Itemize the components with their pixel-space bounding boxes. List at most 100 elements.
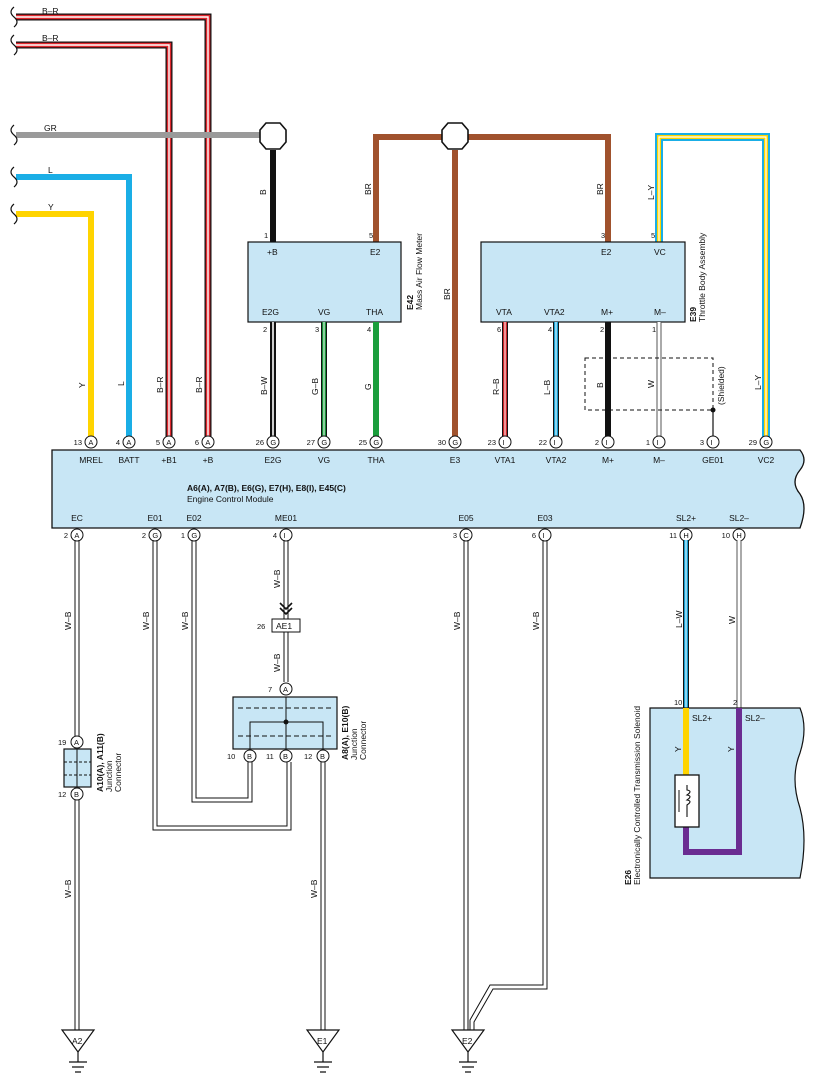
svg-text:VTA1: VTA1 [495, 455, 516, 465]
lbl-br-b: BR [442, 288, 452, 300]
svg-text:12: 12 [58, 790, 66, 799]
svg-text:G: G [321, 438, 327, 447]
svg-text:H: H [736, 531, 741, 540]
svg-text:ME01: ME01 [275, 513, 297, 523]
svg-text:+B: +B [203, 455, 214, 465]
svg-text:VTA2: VTA2 [546, 455, 567, 465]
tba-pin-1: 1 [652, 325, 656, 334]
svg-text:11: 11 [669, 531, 677, 540]
svg-text:I: I [283, 531, 285, 540]
svg-text:A: A [283, 685, 288, 694]
svg-text:I: I [553, 438, 555, 447]
svg-text:+B1: +B1 [161, 455, 177, 465]
svg-text:C: C [463, 531, 469, 540]
jc-a10-name1: Junction [104, 760, 114, 792]
svg-text:30: 30 [438, 438, 446, 447]
wire-wb-me01 [283, 540, 289, 682]
svg-text:4: 4 [116, 438, 120, 447]
lbl-ly2: L–Y [753, 375, 763, 390]
svg-text:E3: E3 [450, 455, 461, 465]
svg-text:E05: E05 [458, 513, 473, 523]
svg-text:23: 23 [488, 438, 496, 447]
svg-text:G: G [763, 438, 769, 447]
junction-a8-e10: A 7 B 10 B 11 B 12 A8(A), E10(B) Junctio… [227, 682, 368, 763]
svg-text:10: 10 [722, 531, 730, 540]
svg-text:MREL: MREL [79, 455, 103, 465]
label-gr: GR [44, 123, 57, 133]
lbl-b: B [258, 189, 268, 195]
lbl-wb-8: W–B [63, 879, 73, 898]
splice-gr [259, 122, 287, 150]
wire-br-plus-b [16, 13, 212, 440]
svg-text:11: 11 [266, 752, 274, 761]
svg-text:19: 19 [58, 738, 66, 747]
svg-text:7: 7 [268, 685, 272, 694]
svg-text:A: A [166, 438, 171, 447]
tba-pin-5: 5 [651, 231, 655, 240]
svg-text:I: I [605, 438, 607, 447]
svg-text:B: B [320, 752, 325, 761]
jc-a10-name2: Connector [113, 753, 123, 792]
lbl-wb-7: W–B [531, 611, 541, 630]
svg-text:27: 27 [307, 438, 315, 447]
jc-a8-name1: Junction [349, 728, 359, 760]
lbl-wb-3: W–B [180, 611, 190, 630]
ecm-terminal-top-m: I2M+ [595, 435, 615, 465]
svg-text:E2: E2 [462, 1036, 473, 1046]
svg-text:2: 2 [64, 531, 68, 540]
lbl-w-sl2: W [727, 616, 737, 624]
svg-text:G: G [152, 531, 158, 540]
maf-label-e2: E2 [370, 247, 381, 257]
splice-br [441, 122, 469, 150]
maf-pin-3: 3 [315, 325, 319, 334]
label-l: L [48, 165, 53, 175]
svg-text:A: A [88, 438, 93, 447]
svg-text:VG: VG [318, 455, 330, 465]
ecm-terminal-top-b: A6+B [195, 435, 215, 465]
svg-text:12: 12 [304, 752, 312, 761]
wire-wb-e01 [152, 540, 292, 831]
svg-text:26: 26 [256, 438, 264, 447]
svg-text:B: B [74, 790, 79, 799]
lbl-wb-9: W–B [309, 879, 319, 898]
svg-text:G: G [373, 438, 379, 447]
maf-pin-4: 4 [367, 325, 371, 334]
svg-text:I: I [502, 438, 504, 447]
ae1-num: 26 [257, 622, 265, 631]
label-br-1: B–R [42, 6, 59, 16]
lbl-bw: B–W [259, 377, 269, 395]
maf-pin-2: 2 [263, 325, 267, 334]
svg-text:THA: THA [368, 455, 385, 465]
svg-text:25: 25 [359, 438, 367, 447]
tba-pin-3: 3 [601, 231, 605, 240]
ground-e1: E1 [305, 1029, 341, 1073]
svg-text:5: 5 [156, 438, 160, 447]
sol-id: E26 [623, 870, 633, 885]
lbl-l: L [116, 381, 126, 386]
wire-y-mrel [16, 211, 94, 440]
shielded-label: (Shielded) [716, 366, 726, 405]
maf-box [247, 241, 402, 323]
svg-text:2: 2 [595, 438, 599, 447]
svg-text:B: B [283, 752, 288, 761]
lbl-wb-6: W–B [452, 611, 462, 630]
wire-l-batt [16, 174, 132, 440]
tba-label-vta2: VTA2 [544, 307, 565, 317]
svg-text:3: 3 [453, 531, 457, 540]
svg-text:I: I [542, 531, 544, 540]
lbl-ly: L–Y [646, 185, 656, 200]
lbl-br1: B–R [155, 376, 165, 393]
sol-sl2plus: SL2+ [692, 713, 712, 723]
svg-text:22: 22 [539, 438, 547, 447]
